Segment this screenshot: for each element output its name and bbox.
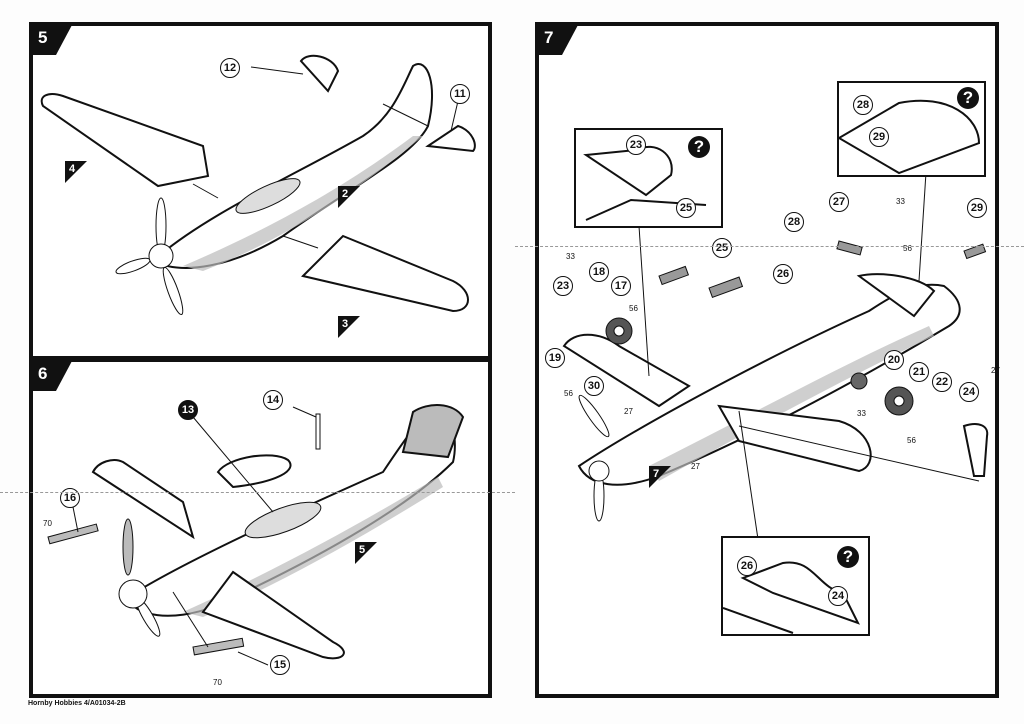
paint-ref: 56 xyxy=(629,304,638,313)
part-callout-28: 28 xyxy=(784,212,804,232)
part-callout-24: 24 xyxy=(828,586,848,606)
part-callout-16: 16 xyxy=(60,488,80,508)
part-callout-21: 21 xyxy=(909,362,929,382)
part-callout-27: 27 xyxy=(829,192,849,212)
part-callout-20: 20 xyxy=(884,350,904,370)
paint-ref: 27 xyxy=(624,407,633,416)
part-callout-29: 29 xyxy=(967,198,987,218)
part-callout-24: 24 xyxy=(959,382,979,402)
question-icon: ? xyxy=(957,87,979,109)
part-callout-15: 15 xyxy=(270,655,290,675)
step-7-panel: 7 23 25 ? 28 29 ? 26 2 xyxy=(535,22,1000,698)
step-6-panel: 6 13 14 16 15 70 70 5 xyxy=(29,358,492,698)
part-callout-28: 28 xyxy=(853,95,873,115)
fold-line xyxy=(0,492,515,493)
part-callout-29: 29 xyxy=(869,127,889,147)
part-callout-26: 26 xyxy=(737,556,757,576)
part-callout-22: 22 xyxy=(932,372,952,392)
part-callout-25: 25 xyxy=(712,238,732,258)
step-6-illustration xyxy=(47,404,465,666)
footer-publisher-code: Hornby Hobbies 4/A01034-2B xyxy=(28,700,126,707)
part-callout-25: 25 xyxy=(676,198,696,218)
part-callout-23: 23 xyxy=(553,276,573,296)
part-callout-26: 26 xyxy=(773,264,793,284)
paint-ref: 56 xyxy=(907,436,916,445)
step-5-panel: 5 12 11 4 2 3 xyxy=(29,22,492,360)
paint-ref: 27 xyxy=(691,462,700,471)
part-callout-18: 18 xyxy=(589,262,609,282)
part-callout-23: 23 xyxy=(626,135,646,155)
paint-ref: 27 xyxy=(991,366,1000,375)
step-5-illustration xyxy=(40,54,476,316)
part-callout-13: 13 xyxy=(178,400,198,420)
question-icon: ? xyxy=(837,546,859,568)
step-7-illustration xyxy=(562,125,989,547)
paint-ref-70: 70 xyxy=(213,678,222,687)
question-icon: ? xyxy=(688,136,710,158)
paint-ref: 56 xyxy=(903,244,912,253)
paint-ref-70: 70 xyxy=(43,519,52,528)
detail-inset-canopy-stop: 26 24 ? xyxy=(721,536,870,636)
paint-ref: 56 xyxy=(564,389,573,398)
paint-ref: 33 xyxy=(896,197,905,206)
part-callout-14: 14 xyxy=(263,390,283,410)
paint-ref: 33 xyxy=(857,409,866,418)
part-callout-19: 19 xyxy=(545,348,565,368)
detail-inset-tailwheel: 23 25 ? xyxy=(574,128,723,228)
detail-inset-tail: 28 29 ? xyxy=(837,81,986,177)
part-callout-30: 30 xyxy=(584,376,604,396)
part-callout-12: 12 xyxy=(220,58,240,78)
part-callout-11: 11 xyxy=(450,84,470,104)
paint-ref: 33 xyxy=(566,252,575,261)
fold-line xyxy=(515,246,1024,247)
part-callout-17: 17 xyxy=(611,276,631,296)
